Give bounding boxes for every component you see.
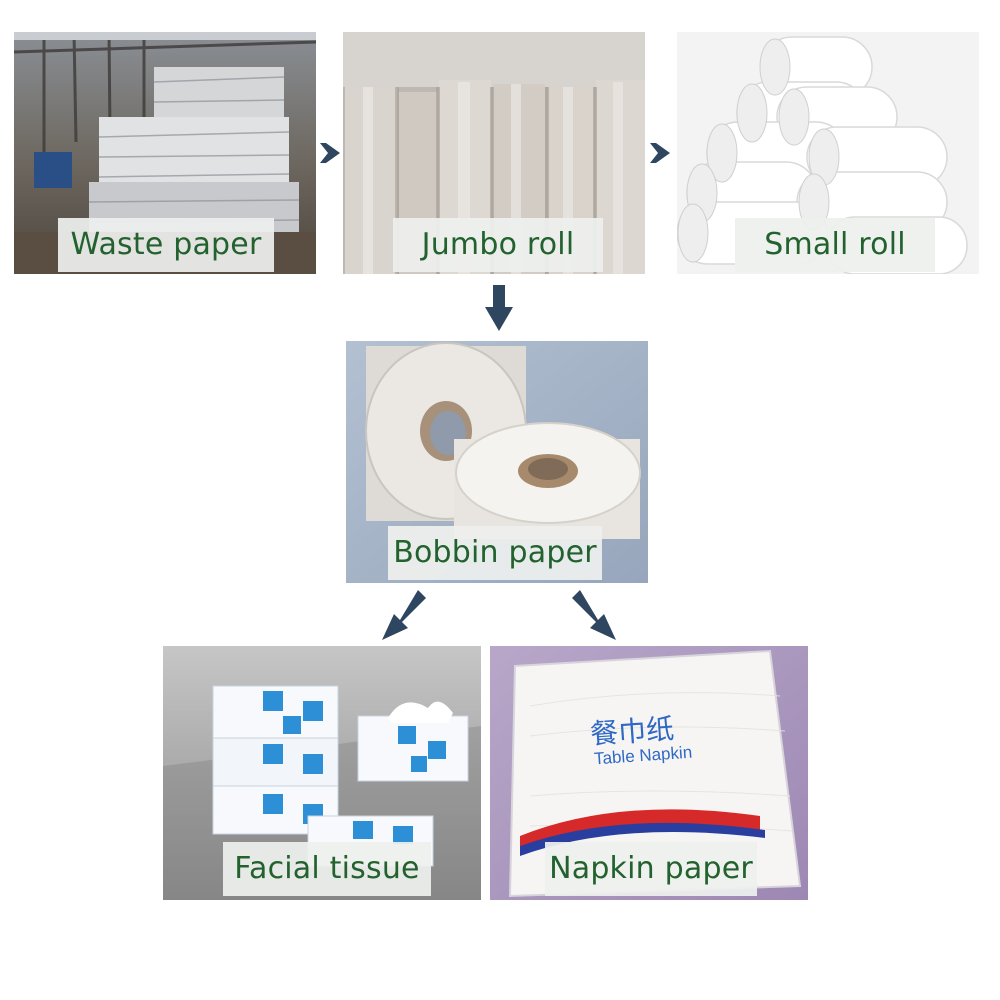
- waste-paper-caption: Waste paper: [58, 218, 274, 272]
- arrow-jumbo-to-bobbin: [484, 283, 514, 333]
- napkin-paper-caption: Napkin paper: [545, 842, 757, 896]
- bobbin-paper-photo: Bobbin paper: [346, 341, 648, 583]
- bobbin-paper-caption: Bobbin paper: [388, 526, 602, 580]
- arrow-waste-to-jumbo: [318, 140, 342, 166]
- napkin-paper-photo: 餐巾纸 Table Napkin Napkin paper: [490, 646, 808, 900]
- arrow-jumbo-to-small: [648, 140, 672, 166]
- waste-paper-photo: Waste paper: [14, 32, 316, 274]
- small-roll-photo: Small roll: [677, 32, 979, 274]
- arrow-bobbin-to-napkin: [570, 588, 618, 642]
- jumbo-roll-caption: Jumbo roll: [393, 218, 603, 272]
- facial-tissue-caption: Facial tissue: [223, 842, 431, 896]
- facial-tissue-photo: Facial tissue: [163, 646, 481, 900]
- small-roll-caption: Small roll: [735, 218, 935, 272]
- arrow-bobbin-to-facial: [380, 588, 428, 642]
- jumbo-roll-photo: Jumbo roll: [343, 32, 645, 274]
